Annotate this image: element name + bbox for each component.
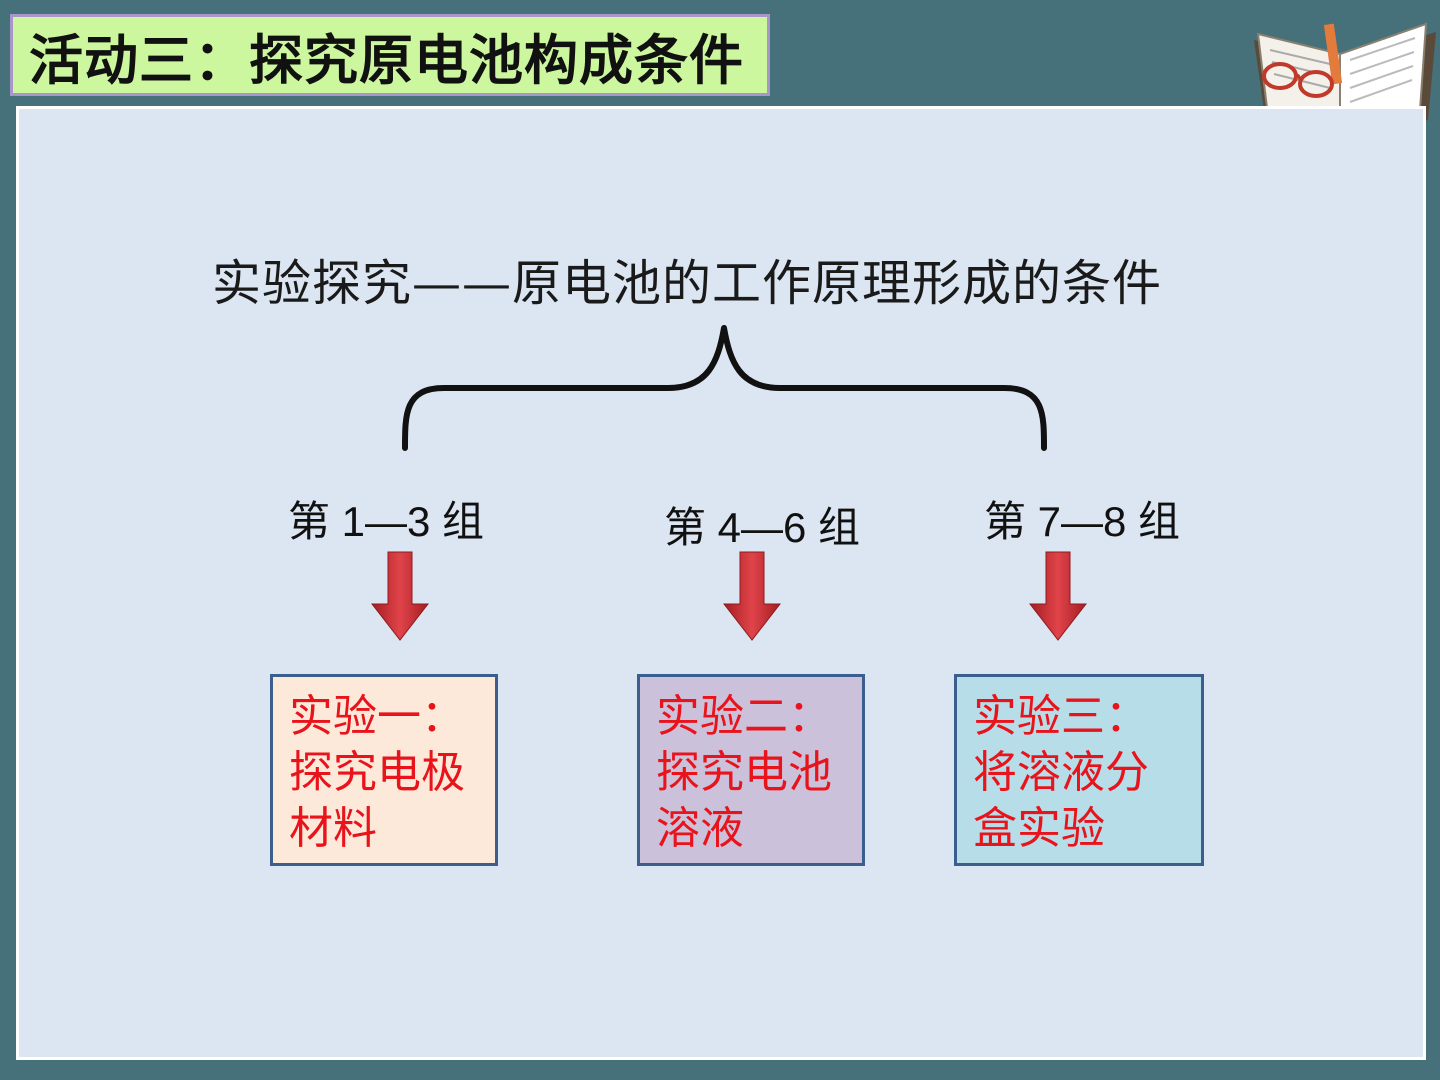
group-label-3: 第 7—8 组 xyxy=(984,498,1181,545)
box-line: 材料 xyxy=(289,803,377,854)
group-label-1: 第 1—3 组 xyxy=(288,498,485,545)
box-line: 实验二： xyxy=(656,691,832,742)
box-line: 溶液 xyxy=(656,803,744,854)
box-line: 将溶液分 xyxy=(973,747,1149,798)
content-panel xyxy=(16,106,1426,1060)
down-arrow-icon xyxy=(370,551,430,641)
curly-brace xyxy=(402,325,1047,451)
group-label-2: 第 4—6 组 xyxy=(664,504,861,551)
down-arrow-icon xyxy=(1028,551,1088,641)
experiment-box-3: 实验三： 将溶液分 盒实验 xyxy=(954,674,1204,866)
box-line: 探究电极 xyxy=(289,747,465,798)
box-line: 探究电池 xyxy=(656,747,832,798)
box-line: 实验三： xyxy=(973,691,1149,742)
page-title: 活动三：探究原电池构成条件 xyxy=(29,28,744,92)
title-banner: 活动三：探究原电池构成条件 xyxy=(10,14,770,96)
box-line: 实验一： xyxy=(289,691,465,742)
down-arrow-icon xyxy=(722,551,782,641)
experiment-box-1: 实验一： 探究电极 材料 xyxy=(270,674,498,866)
main-heading: 实验探究——原电池的工作原理形成的条件 xyxy=(212,255,1163,312)
experiment-box-2: 实验二： 探究电池 溶液 xyxy=(637,674,865,866)
box-line: 盒实验 xyxy=(973,803,1105,854)
